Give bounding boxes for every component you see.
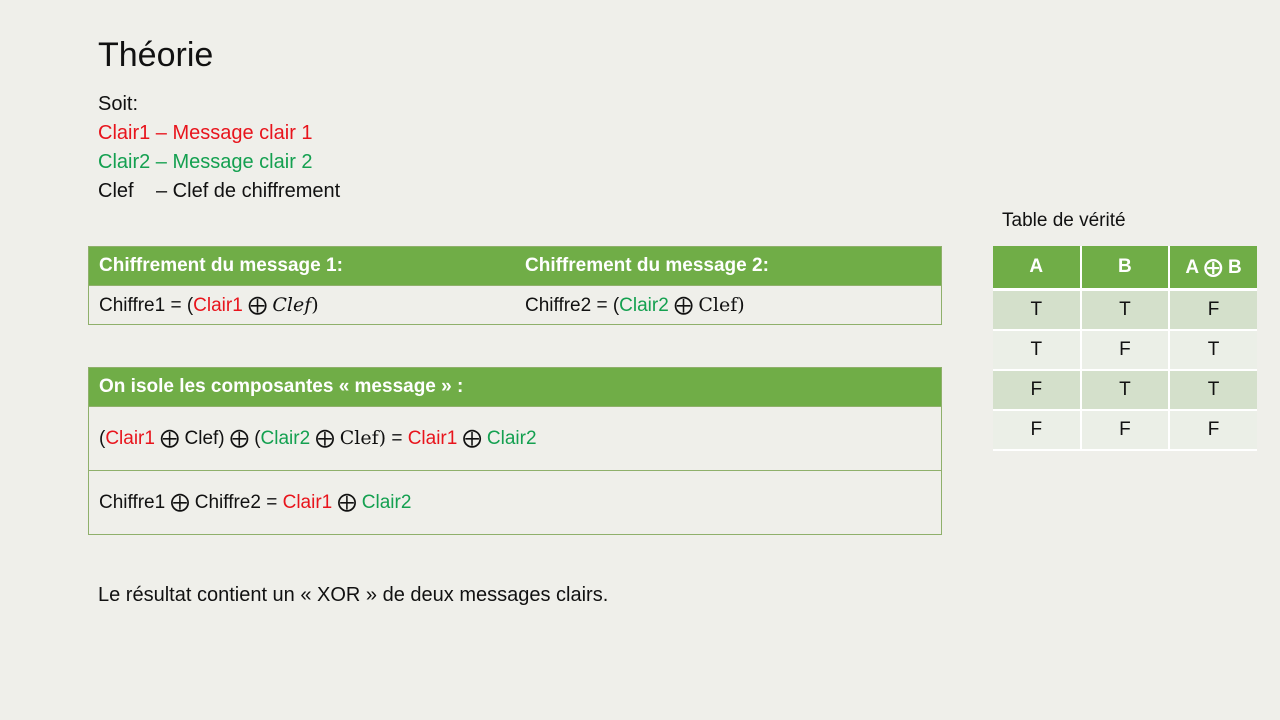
truth-table-label: Table de vérité <box>1002 210 1126 231</box>
truth-cell-a: F <box>993 410 1082 451</box>
truth-cell-result: F <box>1169 289 1257 331</box>
formula-clef: Clef <box>272 293 312 316</box>
definition-clef-desc: – Clef de chiffrement <box>156 180 341 202</box>
isolation-table: On isole les composantes « message » : (… <box>88 367 942 535</box>
xor-symbol: ⨁ <box>462 427 482 449</box>
paren: ( <box>99 428 106 449</box>
definitions-intro: Soit: <box>98 93 139 115</box>
equals-sign: = <box>266 492 278 513</box>
truth-row: T F T <box>993 330 1257 371</box>
xor-symbol: ⨁ <box>160 427 180 449</box>
truth-header-b: B <box>1080 246 1171 291</box>
line2-chiffre1: Chiffre1 <box>99 492 166 513</box>
line1-clair2: Clair2 <box>260 428 311 449</box>
formula-prefix: Chiffre1 = ( <box>99 294 194 316</box>
formula-suffix: ) <box>311 293 319 316</box>
line1-clef2: Clef) <box>339 427 387 449</box>
formula-suffix: ) <box>737 293 745 316</box>
formula-clef: Clef <box>698 293 738 316</box>
paren: ( <box>254 428 261 449</box>
line1-clef1: Clef) <box>184 428 225 449</box>
truth-cell-b: F <box>1080 410 1171 451</box>
truth-cell-a: F <box>993 370 1082 411</box>
truth-cell-result: T <box>1169 370 1257 411</box>
definition-clef: Clef – Clef de chiffrement <box>98 177 340 206</box>
truth-table: A B A ⨁ B T T F T F T F T T F F F <box>993 246 1257 451</box>
encryption-formula-1: Chiffre1 = (Clair1 ⨁ Clef) <box>88 285 515 325</box>
line2-chiffre2: Chiffre2 <box>194 492 261 513</box>
encryption-table: Chiffrement du message 1: Chiffrement du… <box>88 246 942 325</box>
truth-row: F F F <box>993 410 1257 451</box>
isolation-header: On isole les composantes « message » : <box>88 367 942 407</box>
xor-symbol: ⨁ <box>229 427 249 449</box>
encryption-header-2: Chiffrement du message 2: <box>515 246 942 286</box>
definition-clef-key: Clef <box>98 180 134 202</box>
xor-symbol: ⨁ <box>170 491 190 513</box>
truth-cell-result: T <box>1169 330 1257 371</box>
formula-clair1: Clair1 <box>193 294 243 316</box>
line1-clair1: Clair1 <box>105 428 155 449</box>
truth-row: F T T <box>993 370 1257 411</box>
line1-result-clair2: Clair2 <box>486 428 537 449</box>
isolation-line-2: Chiffre1 ⨁ Chiffre2 = Clair1 ⨁ Clair2 <box>88 470 942 535</box>
formula-clair2: Clair2 <box>619 294 669 316</box>
xor-symbol: ⨁ <box>315 427 335 449</box>
truth-cell-a: T <box>993 289 1082 331</box>
truth-cell-b: T <box>1080 370 1171 411</box>
page-title: Théorie <box>98 36 214 74</box>
equals-sign: = <box>391 428 403 449</box>
truth-cell-b: F <box>1080 330 1171 371</box>
formula-prefix: Chiffre2 = ( <box>525 294 620 316</box>
truth-row: T T F <box>993 289 1257 331</box>
truth-header-a: A <box>993 246 1082 291</box>
definitions: Soit: Clair1 – Message clair 1 Clair2 – … <box>98 90 340 206</box>
truth-cell-a: T <box>993 330 1082 371</box>
xor-symbol: ⨁ <box>674 293 694 316</box>
line1-result-clair1: Clair1 <box>407 428 458 449</box>
truth-cell-b: T <box>1080 289 1171 331</box>
xor-symbol: ⨁ <box>337 491 357 513</box>
definition-clair1: Clair1 – Message clair 1 <box>98 122 313 144</box>
isolation-line-1: (Clair1 ⨁ Clef) ⨁ (Clair2 ⨁ Clef) = Clai… <box>88 406 942 471</box>
truth-cell-result: F <box>1169 410 1257 451</box>
encryption-formula-2: Chiffre2 = (Clair2 ⨁ Clef) <box>515 285 942 325</box>
line2-result-clair2: Clair2 <box>361 492 412 513</box>
conclusion-text: Le résultat contient un « XOR » de deux … <box>98 584 609 606</box>
truth-header-a-xor-b: A ⨁ B <box>1169 246 1257 291</box>
encryption-header-1: Chiffrement du message 1: <box>88 246 515 286</box>
xor-symbol: ⨁ <box>248 293 268 316</box>
definition-clair2: Clair2 – Message clair 2 <box>98 151 313 173</box>
line2-result-clair1: Clair1 <box>282 492 333 513</box>
